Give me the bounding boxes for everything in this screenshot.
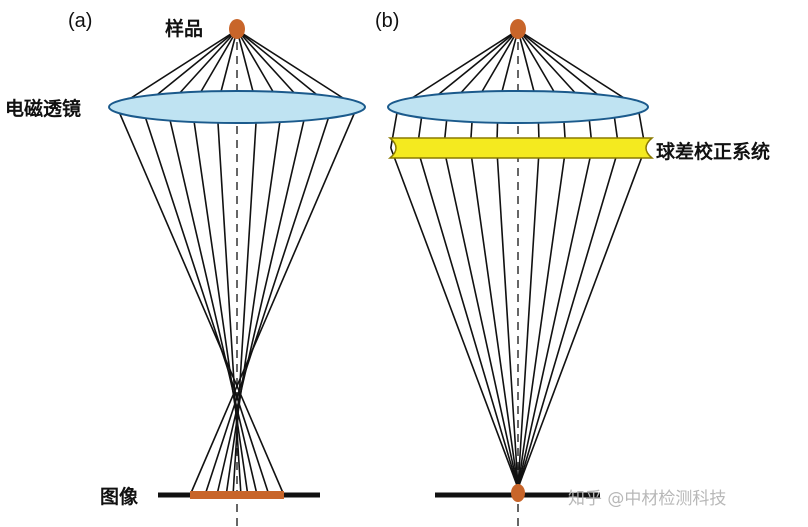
ray-lower-a — [191, 106, 249, 496]
ray-upper-b — [397, 29, 519, 108]
sample-dot-a — [229, 19, 245, 39]
ray-lower-b — [517, 147, 620, 489]
ray-lower-a — [204, 106, 333, 496]
lens-label: 电磁透镜 — [5, 98, 82, 120]
ray-lower-a — [216, 106, 308, 496]
panel-label-a: (a) — [68, 10, 93, 32]
ray-lower-b — [390, 147, 519, 489]
rays-panel-a — [116, 29, 358, 496]
ray-lower-b — [469, 147, 519, 489]
ray-lower-a — [166, 106, 258, 496]
panel-label-b: (b) — [375, 10, 400, 32]
ray-upper-a — [116, 29, 238, 108]
ray-lower-b — [517, 147, 646, 489]
image-label: 图像 — [100, 486, 139, 508]
ray-lower-a — [225, 106, 283, 496]
aberration-corrector — [387, 137, 655, 159]
image-blur-bar — [190, 491, 284, 499]
ray-lower-a — [232, 106, 258, 496]
ray-lower-a — [116, 106, 285, 496]
ray-lower-b — [443, 147, 519, 489]
electromagnetic-lens-a — [108, 90, 366, 124]
ray-lower-a — [141, 106, 270, 496]
ray-lower-a — [189, 106, 358, 496]
electromagnetic-lens-b — [387, 90, 649, 124]
ray-lower-b — [496, 147, 519, 489]
image-point-b — [511, 484, 525, 502]
ray-upper-b — [517, 29, 639, 108]
ray-lower-b — [517, 147, 593, 489]
sample-dot-b — [510, 19, 526, 39]
ray-lower-b — [517, 147, 567, 489]
corrector-label: 球差校正系统 — [656, 141, 771, 163]
watermark: 知乎 @中材检测科技 — [568, 489, 727, 509]
ray-upper-a — [236, 29, 358, 108]
ray-lower-b — [517, 147, 540, 489]
sample-label: 样品 — [165, 18, 204, 40]
ray-lower-b — [416, 147, 519, 489]
